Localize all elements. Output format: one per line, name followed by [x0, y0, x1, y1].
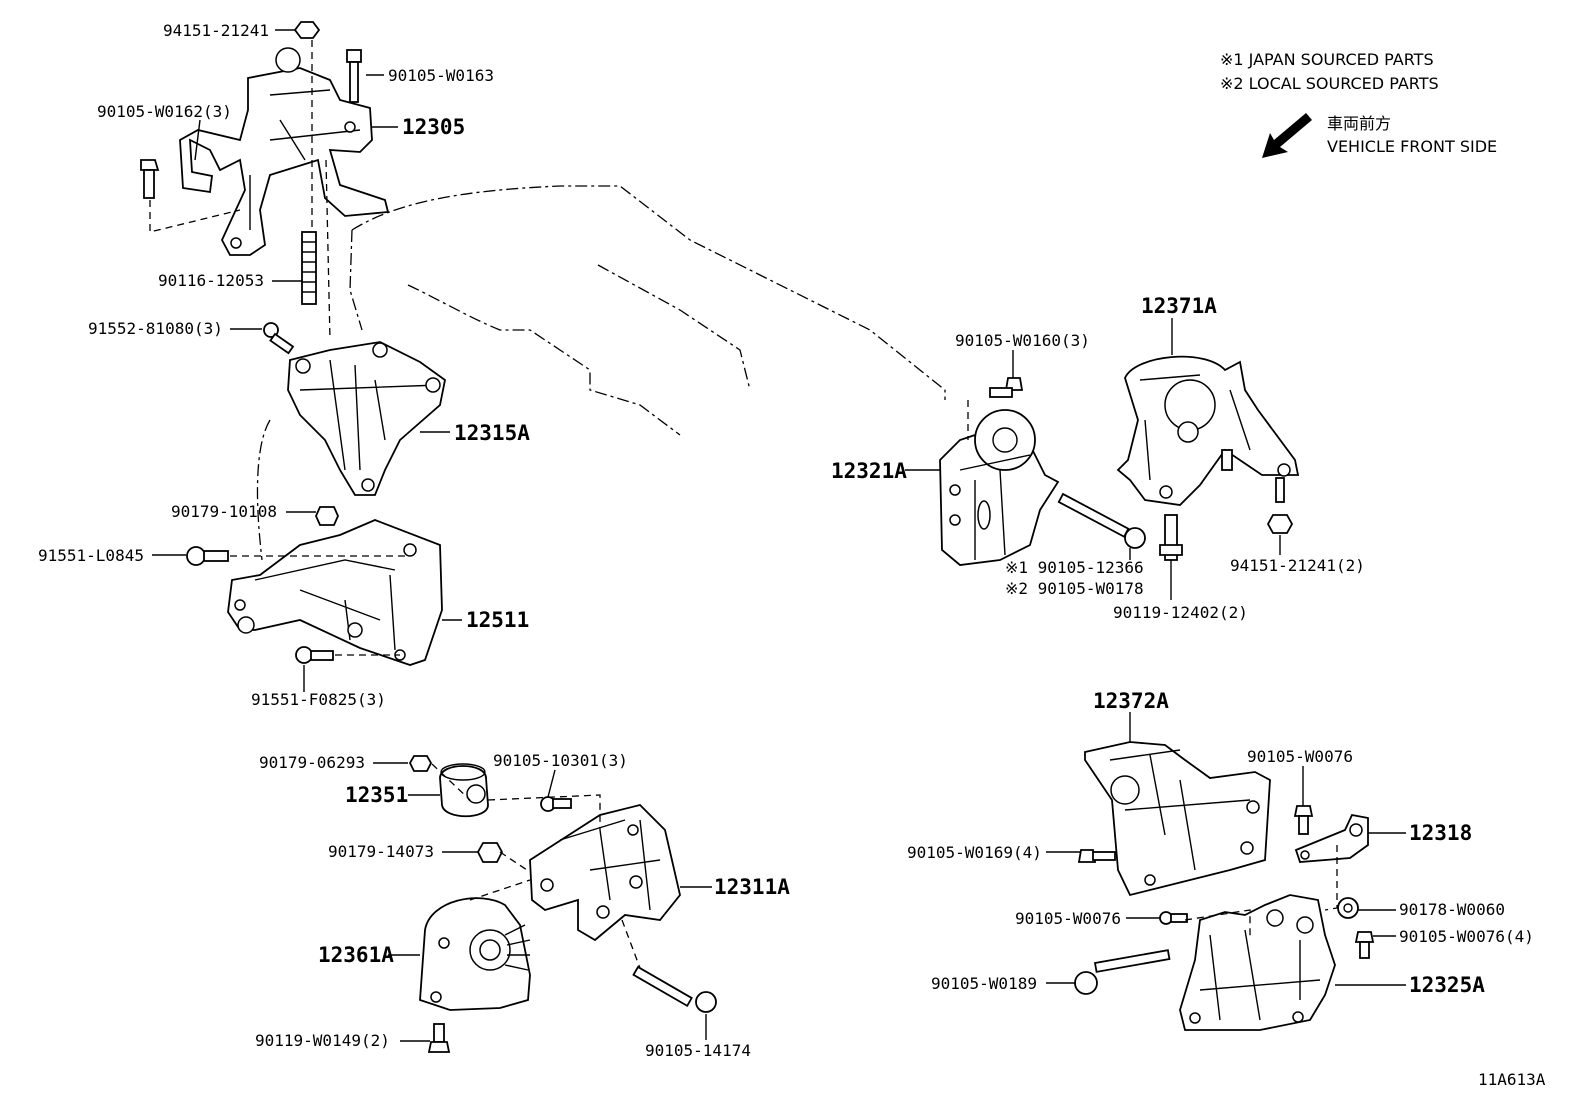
screw-91552-81080-icon: [263, 322, 295, 355]
part-12305-bracket[interactable]: [179, 47, 390, 256]
vehicle-front-label-jp: 車両前方: [1327, 114, 1391, 133]
label-12305[interactable]: 12305: [402, 115, 465, 139]
bolt-90105-W0076-a-icon: [1293, 805, 1314, 835]
stud-90116-12053-icon: [301, 231, 317, 305]
label-90105-W0076-b[interactable]: 90105-W0076: [1015, 909, 1121, 928]
label-12325A[interactable]: 12325A: [1409, 973, 1485, 997]
nut-94151-21241-2-icon: [1266, 477, 1294, 534]
bolt-90105-W0076-b-icon: [1159, 911, 1188, 925]
bolt-90105-W0160-icon: [989, 377, 1024, 398]
label-90105-10301[interactable]: 90105-10301(3): [493, 751, 628, 770]
label-91552-81080[interactable]: 91552-81080(3): [88, 319, 223, 338]
note-japan-sourced: ※1 JAPAN SOURCED PARTS: [1220, 50, 1434, 69]
engine-outline: [256, 185, 946, 561]
bolt-90105-10301-icon: [540, 796, 572, 812]
stud-90119-12402-icon: [1159, 514, 1183, 561]
bolt-90105-W0189-icon: [1074, 949, 1171, 995]
bolt-90105-W0162-icon: [140, 159, 160, 199]
part-12371A-mount[interactable]: [1116, 355, 1300, 506]
label-94151-21241[interactable]: 94151-21241: [163, 21, 269, 40]
label-12511[interactable]: 12511: [466, 608, 529, 632]
label-90119-12402[interactable]: 90119-12402(2): [1113, 603, 1248, 622]
label-12361A[interactable]: 12361A: [318, 943, 394, 967]
label-12318[interactable]: 12318: [1409, 821, 1472, 845]
label-90105-14174[interactable]: 90105-14174: [645, 1041, 751, 1060]
part-12315A-bracket[interactable]: [287, 341, 446, 496]
nut-90179-06293-icon: [408, 755, 433, 772]
part-labels: 94151-21241 90105-W0163 90105-W0162(3) 1…: [38, 21, 1534, 1060]
label-90105-W0162[interactable]: 90105-W0162(3): [97, 102, 232, 121]
bolt-90105-12366-icon: [1057, 492, 1146, 549]
part-12318-bracket[interactable]: [1294, 813, 1369, 863]
label-90105-W0076-a[interactable]: 90105-W0076: [1247, 747, 1353, 766]
part-12372A-mount[interactable]: [1084, 741, 1271, 897]
label-90178-W0060[interactable]: 90178-W0060: [1399, 900, 1505, 919]
label-91551-F0825[interactable]: 91551-F0825(3): [251, 690, 386, 709]
nut-90179-10108-icon: [315, 506, 339, 526]
label-90105-W0076-c[interactable]: 90105-W0076(4): [1399, 927, 1534, 946]
bolt-90105-W0169-icon: [1077, 849, 1116, 863]
nut-90179-14073-icon: [476, 842, 504, 863]
label-90105-W0163[interactable]: 90105-W0163: [388, 66, 494, 85]
note-local-sourced: ※2 LOCAL SOURCED PARTS: [1220, 74, 1439, 93]
label-12351[interactable]: 12351: [345, 783, 408, 807]
label-12321A[interactable]: 12321A: [831, 459, 907, 483]
label-90105-W0160[interactable]: 90105-W0160(3): [955, 331, 1090, 350]
part-12361A-mount[interactable]: [419, 897, 531, 1011]
bolt-90105-W0076-c-icon: [1354, 931, 1375, 959]
vehicle-front-arrow-icon: [1262, 113, 1312, 158]
bolt-91551-L0845-icon: [186, 546, 229, 566]
label-90179-10108[interactable]: 90179-10108: [171, 502, 277, 521]
bolt-90105-14174-icon: [632, 965, 717, 1013]
nut-94151-21241-icon: [293, 21, 321, 39]
bolt-90119-W0149-icon: [427, 1023, 451, 1053]
bolt-91551-F0825-icon: [295, 646, 334, 664]
part-12351-bushing[interactable]: [439, 763, 489, 818]
leader-lines: [152, 29, 1406, 1042]
label-12311A[interactable]: 12311A: [714, 875, 790, 899]
label-90105-12366[interactable]: ※1 90105-12366: [1005, 558, 1144, 577]
label-90179-14073[interactable]: 90179-14073: [328, 842, 434, 861]
part-12325A-bracket[interactable]: [1179, 894, 1336, 1031]
label-12315A[interactable]: 12315A: [454, 421, 530, 445]
label-12372A[interactable]: 12372A: [1093, 689, 1169, 713]
label-90105-W0178[interactable]: ※2 90105-W0178: [1005, 579, 1144, 598]
label-90116-12053[interactable]: 90116-12053: [158, 271, 264, 290]
part-12321A-bracket[interactable]: [939, 409, 1060, 566]
label-12371A[interactable]: 12371A: [1141, 294, 1217, 318]
part-12311A-bracket[interactable]: [529, 804, 681, 942]
label-90119-W0149[interactable]: 90119-W0149(2): [255, 1031, 390, 1050]
vehicle-front-label: VEHICLE FRONT SIDE: [1327, 137, 1497, 156]
label-94151-21241-2[interactable]: 94151-21241(2): [1230, 556, 1365, 575]
label-90105-W0189[interactable]: 90105-W0189: [931, 974, 1037, 993]
label-90105-W0169[interactable]: 90105-W0169(4): [907, 843, 1042, 862]
label-90179-06293[interactable]: 90179-06293: [259, 753, 365, 772]
nut-90178-W0060-icon: [1337, 897, 1359, 919]
drawing-number: 11A613A: [1478, 1070, 1546, 1089]
bolt-90105-W0163-icon: [346, 49, 362, 103]
label-91551-L0845[interactable]: 91551-L0845: [38, 546, 144, 565]
